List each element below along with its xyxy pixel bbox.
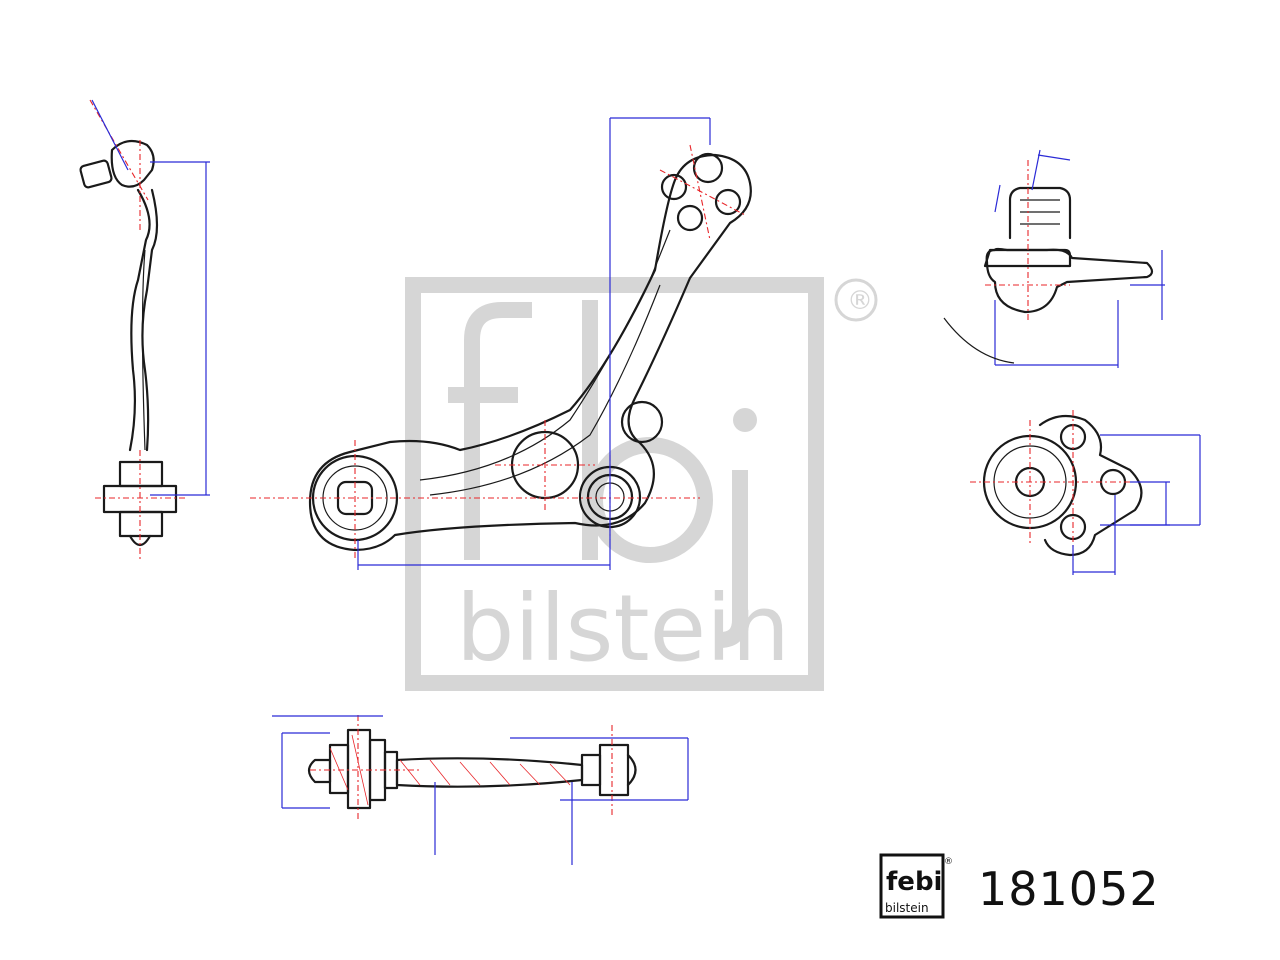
- watermark-registered-symbol: ®: [847, 286, 873, 316]
- front-view: [272, 715, 689, 865]
- brand-logo-badge: febi bilstein ®: [879, 853, 953, 919]
- logo-brand-mark: febi: [886, 867, 942, 897]
- ball-joint-top-view: [970, 410, 1201, 575]
- ball-joint-side-view: [943, 149, 1165, 368]
- watermark-frame: [405, 277, 824, 691]
- watermark-logo: bilstein ®: [405, 277, 878, 691]
- logo-registered-symbol: ®: [944, 857, 953, 867]
- watermark-brand-mark: [448, 300, 757, 648]
- logo-brand-name: bilstein: [885, 901, 929, 915]
- watermark-registered-circle: [834, 278, 878, 322]
- side-view: [79, 99, 210, 560]
- part-number: 181052: [978, 862, 1160, 916]
- main-view: [250, 117, 752, 570]
- watermark-brand-name: bilstein: [456, 575, 790, 682]
- logo-frame: [879, 853, 945, 919]
